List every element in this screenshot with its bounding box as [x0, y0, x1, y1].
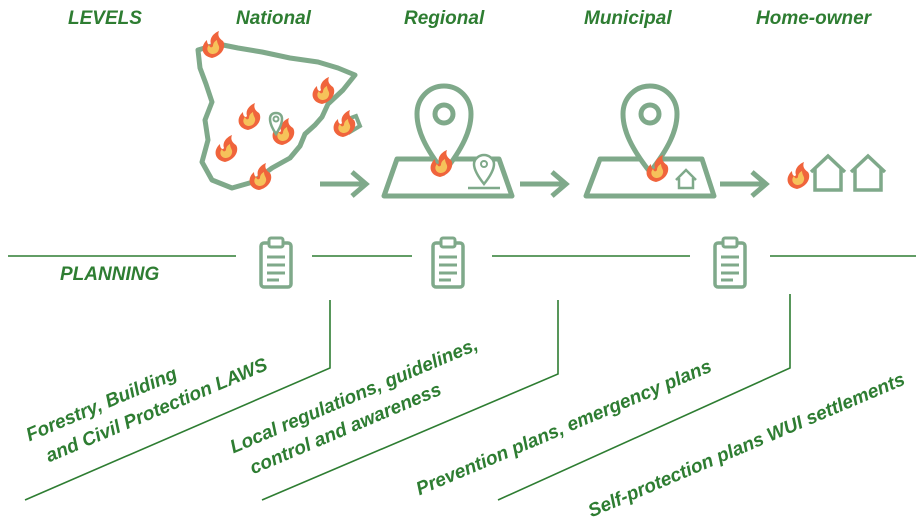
clipboard-icon [259, 236, 293, 289]
clipboard-icon [713, 236, 747, 289]
fire-icon [249, 163, 272, 190]
arrow-right-icon [720, 170, 770, 198]
map-pin-icon [468, 153, 500, 190]
arrow-right-icon [520, 170, 570, 198]
level-homeowner: Home-owner [756, 8, 872, 29]
planning-heading: PLANNING [60, 264, 160, 285]
map-pin-icon [268, 111, 284, 137]
level-regional: Regional [404, 8, 485, 29]
level-national: National [236, 8, 311, 29]
clipboard-icon [431, 236, 465, 289]
levels-heading: LEVELS [68, 8, 142, 29]
level-municipal: Municipal [584, 8, 672, 29]
fire-icon [238, 103, 261, 130]
house-icon [675, 168, 697, 190]
label-connectors [24, 294, 791, 501]
fire-icon [787, 162, 810, 189]
arrow-right-icon [320, 170, 370, 198]
map-pin-icon [414, 83, 474, 177]
fire-icon [202, 31, 225, 58]
fire-icon [215, 135, 238, 162]
house-icon [849, 154, 887, 192]
house-icon [809, 154, 847, 192]
map-pin-icon [620, 83, 680, 177]
